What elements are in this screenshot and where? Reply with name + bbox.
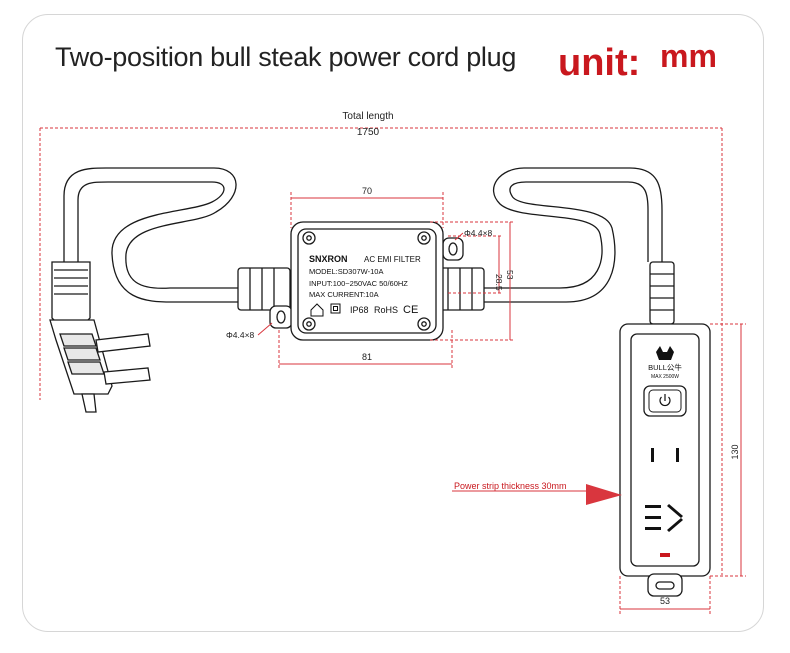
total-length-value: 1750	[357, 127, 380, 138]
three-pin-socket-icon	[645, 504, 683, 532]
thickness-arrow-icon	[452, 484, 622, 505]
strip-width: 53	[660, 596, 670, 606]
total-length-label: Total length	[342, 111, 393, 122]
two-pin-socket-icon	[651, 448, 679, 462]
box-outer-height: 53	[505, 270, 515, 280]
double-insulation-icon	[330, 303, 341, 314]
filter-type: AC EMI FILTER	[364, 255, 421, 264]
box-width-bottom: 81	[362, 352, 372, 362]
page-title: Two-position bull steak power cord plug	[55, 42, 517, 72]
house-icon	[310, 303, 324, 317]
unit-value: mm	[660, 38, 717, 74]
strip-brand: BULL公牛	[648, 362, 682, 372]
box-width-top: 70	[362, 186, 372, 196]
plug-icon	[49, 261, 151, 413]
filter-model: MODEL:SD307W-10A	[309, 267, 383, 276]
indicator-led	[660, 553, 670, 557]
filter-input: INPUT:100~250VAC 50/60HZ	[309, 279, 408, 288]
power-strip	[619, 261, 711, 597]
strip-dimension-lines	[619, 323, 746, 614]
emi-filter-box	[237, 221, 485, 341]
unit-label: unit:	[558, 42, 641, 84]
strip-height: 130	[730, 444, 740, 459]
strip-thickness-note: Power strip thickness 30mm	[454, 481, 567, 491]
bull-logo-icon	[656, 346, 674, 360]
strip-power-button[interactable]	[643, 385, 687, 417]
box-dimension-lines	[257, 192, 514, 370]
filter-current: MAX CURRENT:10A	[309, 290, 379, 299]
hole-right: Φ4.4×8	[464, 228, 493, 238]
hole-left: Φ4.4×8	[226, 330, 255, 340]
strip-max-power: MAX 2500W	[651, 374, 679, 380]
filter-rohs: RoHS	[374, 305, 398, 315]
box-inner-height: 28.5	[494, 274, 504, 291]
filter-ip-rating: IP68	[350, 305, 369, 315]
power-icon	[659, 394, 671, 407]
power-cord	[63, 167, 663, 303]
filter-symbols	[310, 303, 341, 317]
total-length-dimension	[39, 127, 723, 575]
filter-brand: SNXRON	[309, 254, 348, 264]
filter-ce: CE	[403, 304, 418, 316]
